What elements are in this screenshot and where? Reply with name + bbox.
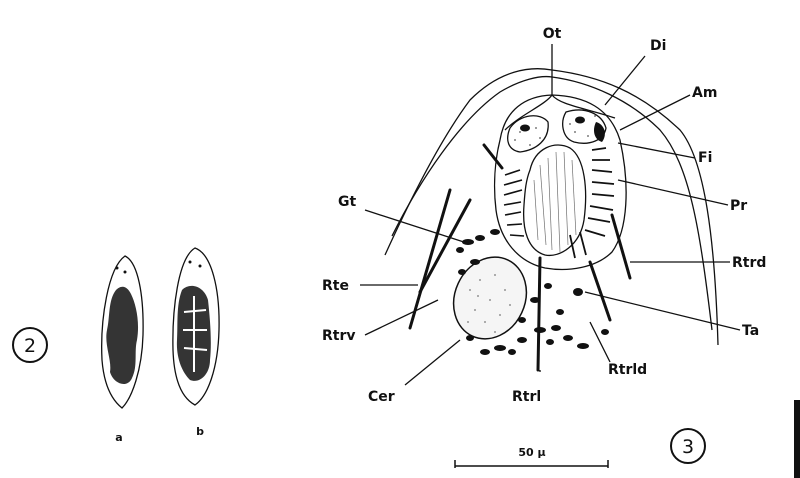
label-rtrld: Rtrld xyxy=(608,362,647,378)
scale-bar: 50 µ xyxy=(454,446,609,468)
label-cer: Cer xyxy=(368,389,395,405)
retractor-lateral xyxy=(536,256,542,372)
figure-2-number-circle xyxy=(12,327,48,363)
amphid xyxy=(594,122,605,142)
label-ta: Ta xyxy=(742,323,759,339)
label-pr: Pr xyxy=(730,198,747,214)
cell-a xyxy=(101,255,144,409)
granules xyxy=(456,229,609,355)
page-edge xyxy=(794,400,800,478)
retractor-latero-dorsal xyxy=(588,260,612,322)
cell-a-outline xyxy=(101,255,144,409)
retractor-ventral xyxy=(408,188,452,330)
gland-cell-left xyxy=(507,115,549,153)
body-outer-wall xyxy=(384,68,719,346)
cell-b xyxy=(172,247,220,406)
label-rte: Rte xyxy=(322,278,349,294)
retractor-external xyxy=(418,198,472,294)
retractor-bands-right xyxy=(569,147,615,259)
label-gt: Gt xyxy=(338,194,356,210)
gland-cell-right xyxy=(562,109,607,144)
figure-3-number-circle xyxy=(670,428,706,464)
scale-bar-label: 50 µ xyxy=(518,446,545,459)
figure-3: Ot Di Am Fi Pr Gt Rtrd Rte Rtrv Ta Rtrld… xyxy=(322,26,766,468)
cell-a-nucleus xyxy=(106,286,139,384)
figure-2-number: 2 xyxy=(24,335,36,357)
cell-b-label: b xyxy=(196,425,204,438)
leader-lines xyxy=(360,44,741,386)
retractor-bands-left xyxy=(503,169,525,237)
label-ot: Ot xyxy=(543,26,562,42)
cell-a-label: a xyxy=(115,431,122,444)
label-rtrv: Rtrv xyxy=(322,328,356,344)
label-di: Di xyxy=(650,38,666,54)
retractor-dorsal xyxy=(610,213,632,280)
figure-3-number: 3 xyxy=(682,436,694,458)
stylet-chamber xyxy=(522,144,587,257)
cell-b-outline xyxy=(172,247,220,406)
label-rtrl: Rtrl xyxy=(512,389,541,405)
label-fi: Fi xyxy=(698,150,712,166)
figure-2: 2 a b xyxy=(12,247,220,444)
body-inner-wall xyxy=(391,75,713,331)
label-am: Am xyxy=(692,85,717,101)
label-rtrd: Rtrd xyxy=(732,255,766,271)
cerebral-ganglion xyxy=(452,256,528,340)
